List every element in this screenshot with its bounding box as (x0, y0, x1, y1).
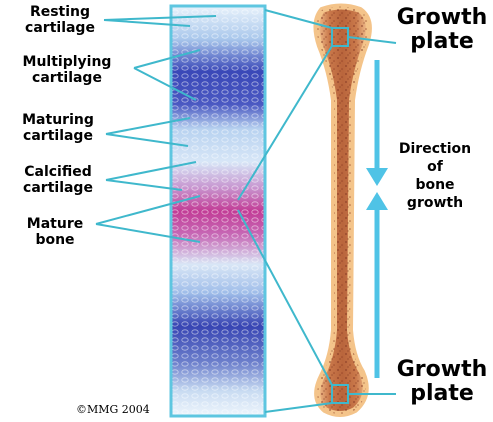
histology-strip (169, 4, 267, 418)
label-direction-of-bone-growth: Direction of bone growth (398, 141, 472, 211)
label-growth-plate-top: Growth plate (396, 5, 488, 54)
label-resting-cartilage: Resting cartilage (25, 4, 95, 36)
label-mature-bone: Mature bone (26, 216, 84, 248)
long-bone (313, 3, 372, 417)
label-calcified-cartilage: Calcified cartilage (23, 164, 93, 196)
label-maturing-cartilage: Maturing cartilage (22, 112, 94, 144)
label-multiplying-cartilage: Multiplying cartilage (22, 54, 112, 86)
direction-arrows (366, 60, 388, 378)
copyright-notice: ©MMG 2004 (76, 403, 150, 416)
zoom-lines (237, 9, 397, 413)
label-growth-plate-bottom: Growth plate (396, 357, 488, 406)
leader-lines (95, 15, 217, 243)
